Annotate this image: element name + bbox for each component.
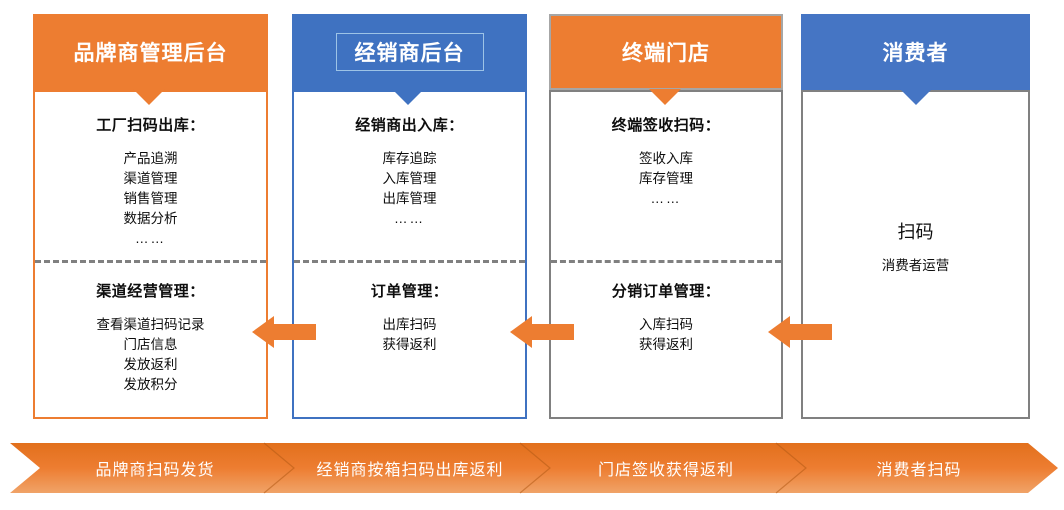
arrow-store-to-dealer-icon [510, 310, 574, 359]
column-body-brand-admin: 工厂扫码出库： 产品追溯 渠道管理 销售管理 数据分析 …… 渠道经营管理： 查… [33, 90, 268, 419]
section-order-management: 订单管理： 出库扫码 获得返利 [294, 280, 525, 355]
column-header-label: 品牌商管理后台 [73, 42, 228, 65]
section-items: 库存追踪 入库管理 出库管理 …… [294, 149, 525, 229]
list-item-ellipsis: …… [650, 191, 682, 206]
column-header-label: 终端门店 [622, 42, 710, 65]
column-header-terminal-store: 终端门店 [549, 14, 783, 90]
column-header-dealer-admin: 经销商后台 [292, 14, 527, 90]
column-body-terminal-store: 终端签收扫码： 签收入库 库存管理 …… 分销订单管理： 入库扫码 获得返利 [549, 90, 783, 419]
list-item: 产品追溯 [123, 151, 178, 166]
section-divider [294, 260, 525, 263]
section-factory-outbound: 工厂扫码出库： 产品追溯 渠道管理 销售管理 数据分析 …… [35, 114, 266, 249]
section-divider [551, 260, 781, 263]
list-item: 入库扫码 [639, 317, 693, 332]
list-item: 获得返利 [639, 337, 693, 352]
column-header-label: 消费者 [882, 42, 949, 65]
arrow-dealer-to-brand-icon [252, 310, 316, 359]
section-items: 查看渠道扫码记录 门店信息 发放返利 发放积分 [35, 315, 266, 395]
column-header-consumer: 消费者 [801, 14, 1030, 90]
section-channel-operation: 渠道经营管理： 查看渠道扫码记录 门店信息 发放返利 发放积分 [35, 280, 266, 395]
section-items: 产品追溯 渠道管理 销售管理 数据分析 …… [35, 149, 266, 249]
list-item: 入库管理 [382, 171, 437, 186]
list-item: 数据分析 [123, 211, 178, 226]
arrow-consumer-to-store-icon [768, 310, 832, 359]
section-divider [35, 260, 266, 263]
list-item: 渠道管理 [123, 171, 178, 186]
header-notch-icon [900, 89, 932, 105]
section-title: 工厂扫码出库： [96, 117, 205, 134]
process-ribbon: 品牌商扫码发货 经销商按箱扫码出库返利 门店签收获得返利 消费者扫码 [0, 437, 1064, 499]
header-notch-icon [133, 89, 165, 105]
list-item: 出库扫码 [382, 317, 437, 332]
section-items: 签收入库 库存管理 …… [551, 149, 781, 209]
section-items: 入库扫码 获得返利 [551, 315, 781, 355]
section-title: 终端签收扫码： [611, 117, 721, 134]
header-notch-icon [392, 89, 424, 105]
list-item-ellipsis: …… [135, 231, 166, 246]
column-header-label: 经销商后台 [335, 33, 484, 71]
section-dealer-inventory: 经销商出入库： 库存追踪 入库管理 出库管理 …… [294, 114, 525, 229]
column-body-consumer: 扫码 消费者运营 [801, 90, 1030, 419]
list-item: 库存管理 [639, 171, 693, 186]
column-header-brand-admin: 品牌商管理后台 [33, 14, 268, 90]
list-item-ellipsis: …… [394, 211, 425, 226]
column-body-dealer-admin: 经销商出入库： 库存追踪 入库管理 出库管理 …… 订单管理： 出库扫码 获得返… [292, 90, 527, 419]
list-item: 查看渠道扫码记录 [96, 317, 205, 332]
list-item: 出库管理 [382, 191, 437, 206]
list-item: 库存追踪 [382, 151, 437, 166]
consumer-sub-text: 消费者运营 [881, 258, 950, 273]
section-terminal-receive-scan: 终端签收扫码： 签收入库 库存管理 …… [551, 114, 781, 209]
list-item: 签收入库 [639, 151, 693, 166]
list-item: 门店信息 [123, 337, 178, 352]
list-item: 发放积分 [123, 377, 178, 392]
section-items: 出库扫码 获得返利 [294, 315, 525, 355]
header-notch-icon [649, 89, 681, 105]
consumer-main-text: 扫码 [897, 222, 934, 242]
section-title: 分销订单管理： [611, 283, 721, 300]
section-title: 渠道经营管理： [96, 283, 205, 300]
section-distribution-order: 分销订单管理： 入库扫码 获得返利 [551, 280, 781, 355]
list-item: 获得返利 [382, 337, 437, 352]
list-item: 销售管理 [123, 191, 178, 206]
section-title: 经销商出入库： [355, 117, 464, 134]
section-title: 订单管理： [370, 283, 449, 300]
list-item: 发放返利 [123, 357, 178, 372]
